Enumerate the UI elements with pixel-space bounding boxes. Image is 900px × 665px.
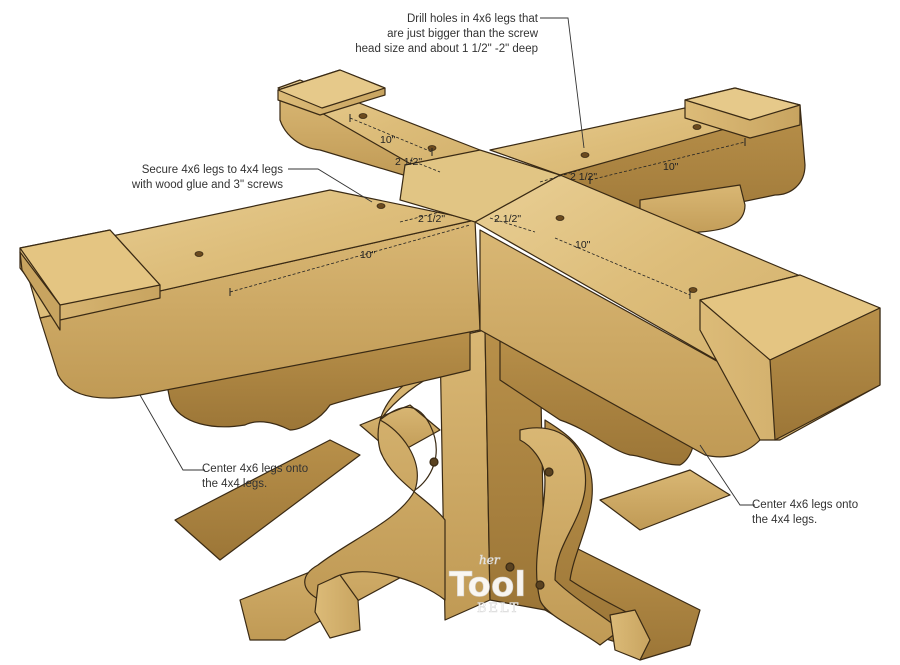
- cleat-left: [164, 329, 471, 431]
- note-center-left: Center 4x6 legs onto the 4x4 legs.: [202, 463, 309, 490]
- arm-front-left: [19, 189, 481, 399]
- dim-front-left-2half: 2 1/2": [418, 213, 445, 225]
- logo-small-text: her: [479, 553, 501, 567]
- brace-left: [304, 359, 446, 601]
- dim-front-right-2half: 2 1/2": [494, 213, 521, 225]
- note-secure-legs: Secure 4x6 legs to 4x4 legs with wood gl…: [131, 164, 283, 191]
- dim-back-right-10: 10": [663, 161, 679, 173]
- logo-sub-text: BELT: [477, 601, 520, 616]
- dim-back-left-10: 10": [380, 134, 396, 146]
- screw-holes: [194, 113, 702, 293]
- foot-right: [599, 469, 731, 531]
- note-center-right: Center 4x6 legs onto the 4x4 legs.: [752, 499, 859, 526]
- center-joint: [399, 149, 562, 223]
- note-drill-holes: Drill holes in 4x6 legs that are just bi…: [355, 13, 538, 55]
- arm-front-right: [474, 174, 881, 458]
- toe-front-left: [314, 574, 361, 639]
- logo-main-text: Tool: [449, 565, 526, 605]
- dim-front-left-10: 10": [360, 249, 376, 261]
- dimension-lines: [229, 117, 746, 296]
- dim-back-left-2half: 2 1/2": [395, 156, 422, 168]
- her-tool-belt-logo: her Tool BELT: [449, 553, 527, 617]
- foot-left: [174, 439, 361, 561]
- dim-front-right-10: 10": [575, 239, 591, 251]
- leader-lines: [139, 17, 755, 506]
- toe-front-right: [609, 609, 651, 661]
- dim-back-right-2half: 2 1/2": [570, 171, 597, 183]
